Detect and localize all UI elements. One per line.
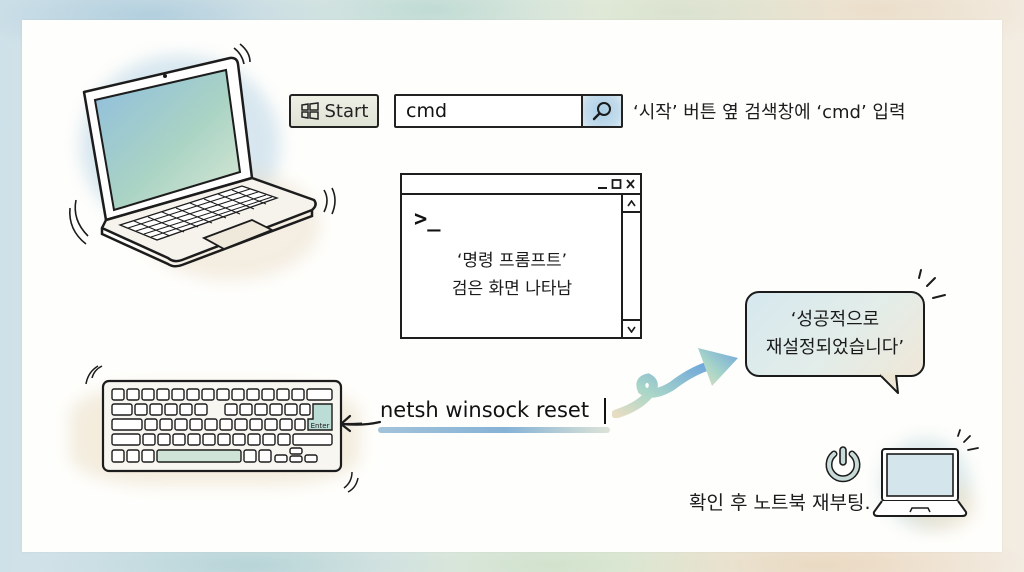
keyboard-icon: Enter bbox=[85, 365, 362, 493]
success-message-bubble: ‘성공적으로 재설정되었습니다’ bbox=[745, 291, 925, 377]
windows-logo-icon bbox=[300, 102, 319, 120]
step2-caption-line2: 검은 화면 나타남 bbox=[451, 279, 573, 299]
step4-caption: 확인 후 노트북 재부팅. bbox=[689, 492, 871, 514]
magnifier-icon bbox=[592, 102, 611, 121]
search-input-value: cmd bbox=[406, 100, 448, 122]
text-cursor bbox=[604, 398, 606, 424]
chevron-up-icon bbox=[627, 199, 636, 206]
emphasis-lines-icon bbox=[957, 429, 979, 451]
search-button[interactable] bbox=[581, 96, 621, 126]
search-input[interactable]: cmd bbox=[394, 94, 623, 128]
minimize-icon[interactable] bbox=[597, 178, 608, 190]
command-underline bbox=[378, 427, 610, 433]
command-prompt-window: >_ ‘명령 프롬프트’ 검은 화면 나타남 bbox=[400, 173, 642, 339]
laptop-icon bbox=[69, 43, 336, 268]
enter-key bbox=[307, 403, 333, 431]
scroll-up-button[interactable] bbox=[623, 195, 640, 213]
window-titlebar bbox=[402, 175, 640, 195]
pointer-arrow-icon bbox=[339, 414, 382, 433]
command-text: netsh winsock reset bbox=[380, 398, 590, 422]
success-line1: ‘성공적으로 bbox=[790, 309, 880, 330]
maximize-icon[interactable] bbox=[611, 178, 622, 190]
small-laptop-icon bbox=[872, 448, 968, 517]
close-icon[interactable] bbox=[625, 178, 636, 190]
start-button[interactable]: Start bbox=[289, 94, 379, 128]
emphasis-lines-icon bbox=[918, 269, 946, 299]
svg-text:Enter: Enter bbox=[311, 422, 330, 430]
scroll-down-button[interactable] bbox=[623, 319, 640, 337]
bubble-tail bbox=[879, 373, 899, 394]
scrollbar[interactable] bbox=[621, 195, 640, 337]
step1-caption: ‘시작’ 버튼 옆 검색창에 ‘cmd’ 입력 bbox=[633, 102, 906, 123]
prompt-symbol: >_ bbox=[414, 207, 441, 232]
step2-caption-line1: ‘명령 프롬프트’ bbox=[456, 251, 568, 271]
power-icon bbox=[825, 446, 861, 483]
success-line2: 재설정되었습니다’ bbox=[765, 337, 905, 358]
curly-arrow-icon bbox=[612, 348, 738, 418]
step2-caption: ‘명령 프롬프트’ 검은 화면 나타남 bbox=[402, 247, 622, 303]
chevron-down-icon bbox=[627, 326, 636, 333]
start-button-label: Start bbox=[324, 100, 369, 122]
